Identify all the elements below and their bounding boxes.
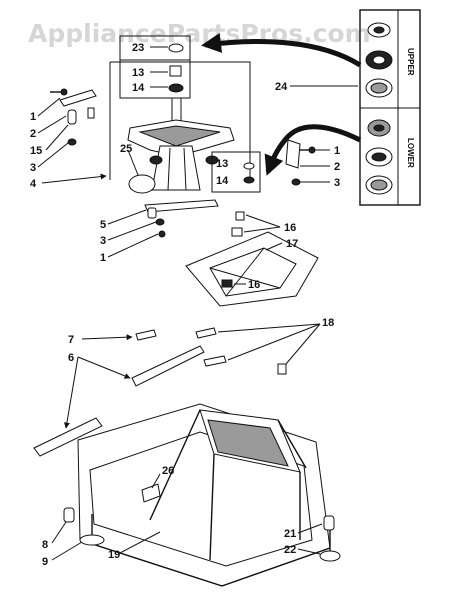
lower-hardware: [144, 199, 219, 238]
nut-3-right: [291, 178, 301, 186]
callout-labels: 23 13 14 1 2 15 3 4 25 1 13 2 14 3 5 3 1…: [30, 42, 340, 568]
motor-mount-plate: [185, 211, 319, 307]
watermark-text: AppliancePartsPros.com: [28, 19, 371, 48]
callout-2-left: 2: [30, 128, 36, 140]
callout-7: 7: [68, 334, 74, 346]
callout-14-right: 14: [216, 175, 229, 187]
side-part-13: [243, 162, 255, 170]
assembly-bracket-right: [110, 61, 251, 180]
callout-13-top: 13: [132, 67, 144, 79]
side-part-14: [243, 176, 255, 184]
upper-bearing-kit: [365, 22, 393, 98]
callout-14-top: 14: [132, 82, 145, 94]
spacer-left: [87, 107, 95, 119]
inset-lower-label: LOWER: [406, 138, 415, 168]
callout-3-left: 3: [30, 162, 36, 174]
callout-16-bottom: 16: [248, 279, 260, 291]
callout-3-lower: 3: [100, 235, 106, 247]
leader-lines: [37, 46, 330, 561]
clip-16-mid: [231, 227, 243, 237]
callout-4: 4: [30, 178, 37, 190]
nut-3-left: [67, 138, 77, 146]
clip-18-a: [195, 327, 217, 339]
callout-6: 6: [68, 352, 74, 364]
bearing-inset: UPPER LOWER: [359, 9, 421, 206]
clip-18-c: [277, 363, 287, 375]
callout-18: 18: [322, 317, 334, 329]
callout-16-top: 16: [284, 222, 296, 234]
lower-bearing-kit: [365, 119, 393, 195]
callout-24: 24: [275, 81, 288, 93]
side-parts-box: [211, 151, 261, 193]
rail-6-upper: [131, 345, 205, 387]
grommet-15: [67, 109, 77, 125]
callout-1-left: 1: [30, 111, 36, 123]
hub-plate-center: [138, 125, 221, 147]
nut-3-lower: [155, 218, 165, 226]
shaft-part-14: [168, 83, 184, 93]
strut-back: [277, 419, 307, 469]
base-frame: [33, 327, 341, 587]
callout-9: 9: [42, 556, 48, 568]
grommet-5: [147, 207, 157, 219]
gearcase-mount-left: [149, 155, 163, 165]
callout-15: 15: [30, 145, 42, 157]
clip-16-bottom: [221, 279, 233, 288]
pin-7: [135, 329, 157, 341]
motor-bracket-right: [285, 139, 301, 169]
right-hardware: [285, 139, 316, 186]
callout-5: 5: [100, 219, 106, 231]
motor-bracket-left: [59, 89, 97, 107]
callout-23: 23: [132, 42, 144, 54]
shaft-parts-box: [119, 35, 191, 99]
lower-kit-arrow: [264, 124, 362, 176]
callout-17: 17: [286, 238, 298, 250]
bolt-1-lower: [158, 230, 166, 238]
shaft-seal-23: [168, 43, 184, 53]
callout-1-right: 1: [334, 145, 340, 157]
strut-front-right: [209, 453, 215, 561]
drive-belt-25: [128, 174, 156, 194]
upper-kit-arrow: [201, 33, 362, 68]
foot-22: [319, 550, 341, 562]
foot-21: [323, 515, 335, 531]
drive-assembly: [109, 35, 251, 194]
callout-22: 22: [284, 544, 296, 556]
left-hardware: [50, 88, 97, 146]
callout-21: 21: [284, 528, 296, 540]
rail-6-lower: [33, 417, 103, 457]
callout-13-right: 13: [216, 158, 228, 170]
callout-26: 26: [162, 465, 174, 477]
callout-3-right: 3: [334, 177, 340, 189]
frame-top-tray-fill: [207, 419, 289, 467]
strut-front-left: [149, 409, 201, 521]
foot-8: [63, 507, 75, 523]
clip-16-top: [235, 211, 245, 221]
clip-18-b: [203, 355, 227, 367]
frame-19-inner: [89, 431, 313, 567]
callout-8: 8: [42, 539, 48, 551]
callout-25: 25: [120, 143, 132, 155]
callout-1-lower: 1: [100, 252, 106, 264]
inset-upper-label: UPPER: [406, 48, 415, 76]
shaft-part-13: [169, 65, 182, 77]
foot-9: [79, 534, 105, 546]
shield-5: [144, 199, 219, 213]
callout-19: 19: [108, 549, 120, 561]
gearcase-body: [151, 145, 201, 191]
callout-2-right: 2: [334, 161, 340, 173]
